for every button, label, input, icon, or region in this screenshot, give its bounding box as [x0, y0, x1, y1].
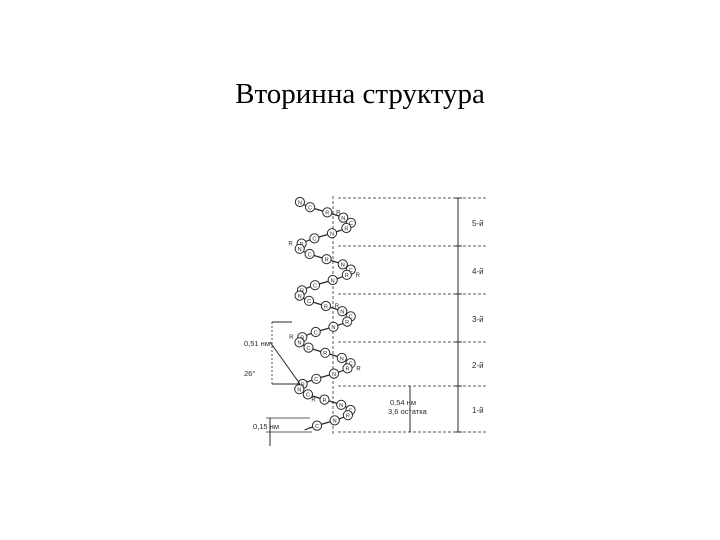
helix-dimensions: 0,51 нм 26° 0,15 нм 0,54 нм3,6 остатка: [244, 321, 428, 446]
tilt-line: [269, 341, 301, 385]
tilt-angle-label: 26°: [244, 369, 255, 378]
atom-circle: [309, 280, 321, 291]
atom-letter: R: [322, 398, 326, 404]
atom-letter: C: [307, 299, 311, 305]
pitch-residues-label: 3,6 остатка: [388, 407, 428, 416]
side-chain-label: R: [336, 210, 341, 216]
atom-letter: C: [349, 268, 353, 274]
atom-letter: R: [325, 258, 329, 264]
atom-letter: C: [306, 346, 310, 352]
atom-circle: [337, 259, 348, 270]
atom-circle: [294, 196, 305, 208]
side-chain-label: R: [356, 366, 361, 372]
turn-label: 4-й: [472, 267, 484, 276]
atom-circle: [294, 384, 305, 395]
atom-circle: [329, 415, 340, 426]
atom-letter: C: [315, 424, 319, 430]
atom-letter: N: [297, 341, 301, 347]
turn-label: 3-й: [472, 315, 484, 324]
atom-circle: [294, 243, 305, 254]
atom-circle: [319, 394, 330, 405]
atom-letter: N: [331, 278, 335, 284]
atom-letter: C: [312, 237, 316, 243]
atom-letter: C: [349, 221, 353, 227]
atom-letter: R: [345, 273, 349, 279]
atom-letter: C: [314, 330, 318, 336]
atom-circle: [311, 373, 322, 384]
side-chain-label: R: [288, 242, 293, 248]
atom-letter: C: [306, 393, 310, 399]
atom-circle: [327, 274, 338, 286]
atom-letter: N: [331, 325, 335, 331]
atom-circle: [310, 326, 321, 338]
atom-letter: C: [308, 252, 312, 258]
atom-letter: R: [325, 211, 329, 217]
atom-letter: C: [308, 206, 312, 212]
residue-rise-label: 0,51 нм: [244, 339, 270, 348]
atom-letter: N: [341, 263, 345, 269]
atom-letter: C: [313, 284, 317, 290]
atom-circle: [303, 342, 314, 353]
atom-letter: N: [333, 419, 337, 425]
atom-letter: R: [345, 320, 349, 326]
slide-title: Вторинна структура: [235, 78, 485, 110]
atom-circle: [342, 410, 353, 421]
atom-circle: [294, 337, 305, 348]
atom-letter: R: [323, 351, 327, 357]
atom-circle: [321, 254, 332, 265]
atom-letter: R: [324, 304, 328, 310]
atom-circle: [328, 368, 340, 379]
atom-circle: [326, 228, 338, 239]
atom-letter: N: [298, 247, 302, 253]
atom-letter: N: [340, 356, 344, 362]
atom-letter: N: [339, 403, 343, 409]
atom-circle: [328, 321, 339, 332]
atom-circle: [337, 306, 348, 317]
atom-letter: R: [346, 414, 350, 420]
atom-circle: [338, 212, 349, 223]
helix-guides: 5-й 4-й 3-й 2-й 1-й: [332, 196, 486, 434]
atom-circle: [304, 248, 315, 260]
atom-letter: N: [332, 372, 336, 378]
atom-letter: C: [314, 377, 318, 383]
side-chain-label: R: [335, 304, 340, 310]
atom-letter: N: [298, 200, 302, 206]
rise-per-residue-label: 0,15 нм: [253, 422, 279, 431]
helix-atoms: NCRRNCRNCRRNCRNCRRNCRNCRRNCRNCRRNCRNCRRN…: [288, 196, 361, 431]
atom-circle: [302, 389, 313, 400]
atom-letter: R: [344, 226, 348, 232]
side-chain-label: R: [356, 273, 361, 279]
atom-letter: R: [345, 367, 349, 373]
atom-letter: N: [340, 310, 344, 316]
atom-circle: [341, 269, 352, 280]
atom-letter: N: [298, 294, 302, 300]
side-chain-label: R: [289, 335, 294, 341]
atom-circle: [305, 202, 316, 213]
atom-circle: [320, 347, 331, 358]
atom-letter: N: [330, 232, 334, 238]
atom-circle: [309, 233, 320, 244]
turn-label: 5-й: [472, 219, 484, 228]
atom-letter: N: [297, 388, 301, 394]
atom-circle: [294, 290, 305, 301]
atom-letter: N: [341, 216, 345, 222]
turn-label: 1-й: [472, 406, 484, 415]
atom-circle: [311, 420, 323, 431]
atom-circle: [322, 207, 333, 218]
atom-letter: C: [349, 315, 353, 321]
atom-circle: [342, 363, 353, 374]
atom-circle: [336, 399, 347, 410]
atom-circle: [303, 295, 315, 306]
atom-circle: [342, 316, 353, 327]
pitch-value-label: 0,54 нм: [390, 398, 416, 407]
atom-circle: [336, 352, 347, 364]
atom-letter: R: [301, 382, 305, 388]
side-chain-label: R: [311, 398, 316, 404]
atom-circle: [320, 300, 331, 312]
turn-label: 2-й: [472, 361, 484, 370]
atom-circle: [341, 222, 352, 234]
